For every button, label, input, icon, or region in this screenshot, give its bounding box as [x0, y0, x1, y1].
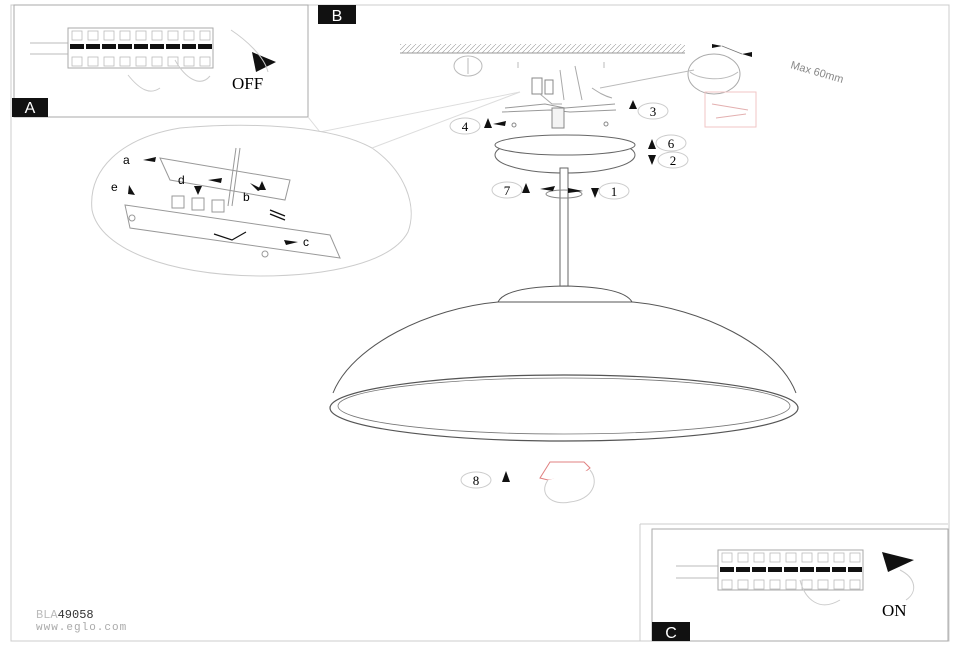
step-4-label: 4: [462, 119, 469, 134]
up-arrow-icon: [648, 139, 656, 149]
panel-c: C ON: [639, 523, 949, 642]
panel-a-frame: [13, 4, 309, 118]
panel-c-badge: [652, 622, 690, 641]
switch-on-label: ON: [882, 601, 907, 620]
model-code: BLA49058: [36, 608, 94, 622]
panel-c-label: C: [665, 625, 677, 642]
step-8-label: 8: [473, 473, 480, 488]
model-prefix: BLA: [36, 608, 58, 622]
panel-a-label: A: [25, 100, 36, 117]
ceiling: [400, 44, 685, 54]
down-arrow-icon: [648, 155, 656, 165]
canopy: [494, 134, 636, 174]
step-6-label: 6: [668, 136, 675, 151]
suspension-rod: [545, 167, 583, 291]
sheet-border: [10, 4, 950, 642]
max-length-note: Max 60mm: [789, 59, 845, 86]
up-arrow-icon: [484, 118, 492, 128]
ceiling-hatch: [400, 44, 685, 53]
footer: BLA49058 www.eglo.com: [36, 608, 127, 634]
terminal-block-off: [30, 27, 214, 92]
website: www.eglo.com: [36, 622, 127, 634]
detail-label-d: d: [178, 173, 185, 187]
light-bulb: [539, 461, 595, 504]
panel-a: A OFF: [12, 4, 309, 118]
step-1-label: 1: [611, 184, 618, 199]
switch-off-label: OFF: [232, 74, 263, 93]
switch-on-arrow-icon: [882, 552, 914, 572]
wall-plugs: [453, 55, 605, 77]
detail-label-e: e: [111, 180, 118, 194]
down-arrow-icon: [591, 188, 599, 198]
lamp-shade: [329, 285, 799, 442]
detail-label-a: a: [123, 153, 130, 167]
up-arrow-icon: [522, 183, 530, 193]
detail-label-b: b: [243, 190, 250, 204]
panel-a-badge: [12, 98, 48, 117]
step-2-label: 2: [670, 153, 677, 168]
panel-b-label: B: [332, 8, 343, 25]
mounting-bracket: [501, 65, 617, 129]
ceiling-detail: Max 60mm: [599, 44, 845, 128]
model-number: 49058: [58, 608, 94, 622]
wiring-detail: a b c d e: [91, 91, 521, 277]
panel-b: B: [307, 5, 521, 133]
panel-b-badge: [318, 5, 356, 24]
up-arrow-icon: [629, 100, 637, 109]
terminal-block-on: [676, 549, 864, 606]
up-arrow-icon: [502, 471, 510, 482]
panel-c-frame: [651, 528, 949, 642]
detail-label-c: c: [303, 235, 309, 249]
step-7-label: 7: [504, 183, 511, 198]
step-3-label: 3: [650, 104, 657, 119]
